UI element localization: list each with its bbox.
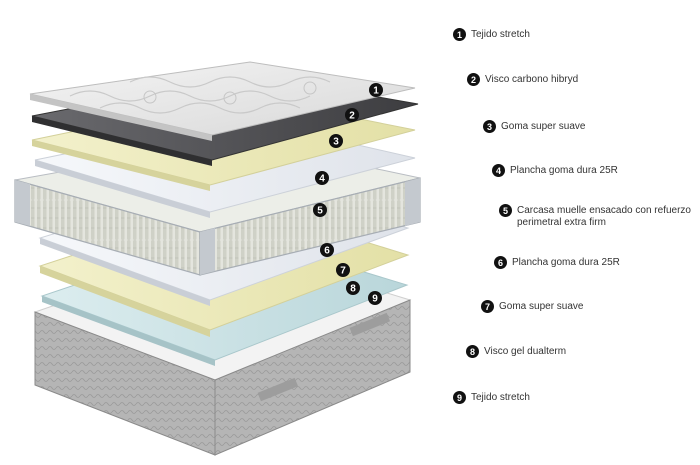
legend-label: Tejido stretch: [471, 29, 530, 40]
layer-3-marker-number: 3: [333, 137, 339, 148]
legend-label: Carcasa muelle ensacado con refuerzo per…: [517, 205, 691, 228]
layer-4-marker-number: 4: [319, 174, 325, 185]
layer-7-marker-badge: [336, 263, 350, 277]
layer-6-marker-number: 6: [324, 246, 330, 257]
layer-1-quilted-top: [29, 61, 416, 141]
legend-label: Plancha goma dura 25R: [510, 165, 618, 176]
layer-3-marker: 3: [329, 134, 343, 148]
layer-9-marker: 9: [368, 291, 382, 305]
legend-number-badge: 8: [466, 345, 479, 358]
legend-label: Visco carbono hibryd: [485, 74, 579, 85]
layer-3-marker-badge: [329, 134, 343, 148]
legend-number-badge: 7: [481, 300, 494, 313]
legend-number-badge: 5: [499, 204, 512, 217]
layer-2-marker-number: 2: [349, 111, 355, 122]
legend-number-badge: 2: [467, 73, 480, 86]
layer-9-marker-badge: [368, 291, 382, 305]
legend-number-badge: 1: [453, 28, 466, 41]
legend-number-badge: 4: [492, 164, 505, 177]
legend-label: Plancha goma dura 25R: [512, 257, 620, 268]
layer-4-marker-badge: [315, 171, 329, 185]
layer-5-marker: 5: [313, 203, 327, 217]
legend-item-7: 7 Goma super suave: [481, 300, 584, 313]
layer-6-marker: 6: [320, 243, 334, 257]
layer-8-marker-number: 8: [350, 284, 356, 295]
layer-6-marker-badge: [320, 243, 334, 257]
layer-9-marker-number: 9: [372, 294, 378, 305]
legend-label: Goma super suave: [499, 301, 584, 312]
legend-item-3: 3 Goma super suave: [483, 120, 586, 133]
layer-1-marker-number: 1: [373, 86, 379, 97]
legend-item-4: 4 Plancha goma dura 25R: [492, 164, 618, 177]
legend-label: Goma super suave: [501, 121, 586, 132]
layer-7-marker: 7: [336, 263, 350, 277]
legend-label: Visco gel dualterm: [484, 346, 567, 357]
layer-1-marker-badge: [369, 83, 383, 97]
legend-item-9: 9 Tejido stretch: [453, 391, 530, 404]
layer-2-marker-badge: [345, 108, 359, 122]
legend-number-badge: 6: [494, 256, 507, 269]
layer-1-marker: 1: [369, 83, 383, 97]
layer-2-marker: 2: [345, 108, 359, 122]
legend-label: Tejido stretch: [471, 392, 530, 403]
legend-item-5: 5 Carcasa muelle ensacado con refuerzo pe…: [499, 204, 691, 229]
layer-5-marker-number: 5: [317, 206, 323, 217]
layer-8-marker: 8: [346, 281, 360, 295]
legend-number-badge: 3: [483, 120, 496, 133]
legend-number-badge: 9: [453, 391, 466, 404]
legend-item-1: 1 Tejido stretch: [453, 28, 530, 41]
legend-item-6: 6 Plancha goma dura 25R: [494, 256, 620, 269]
legend-item-8: 8 Visco gel dualterm: [466, 345, 567, 358]
layer-5-marker-badge: [313, 203, 327, 217]
layer-4-marker: 4: [315, 171, 329, 185]
legend-item-2: 2 Visco carbono hibryd: [467, 73, 579, 86]
layer-7-marker-number: 7: [340, 266, 346, 277]
layer-8-marker-badge: [346, 281, 360, 295]
